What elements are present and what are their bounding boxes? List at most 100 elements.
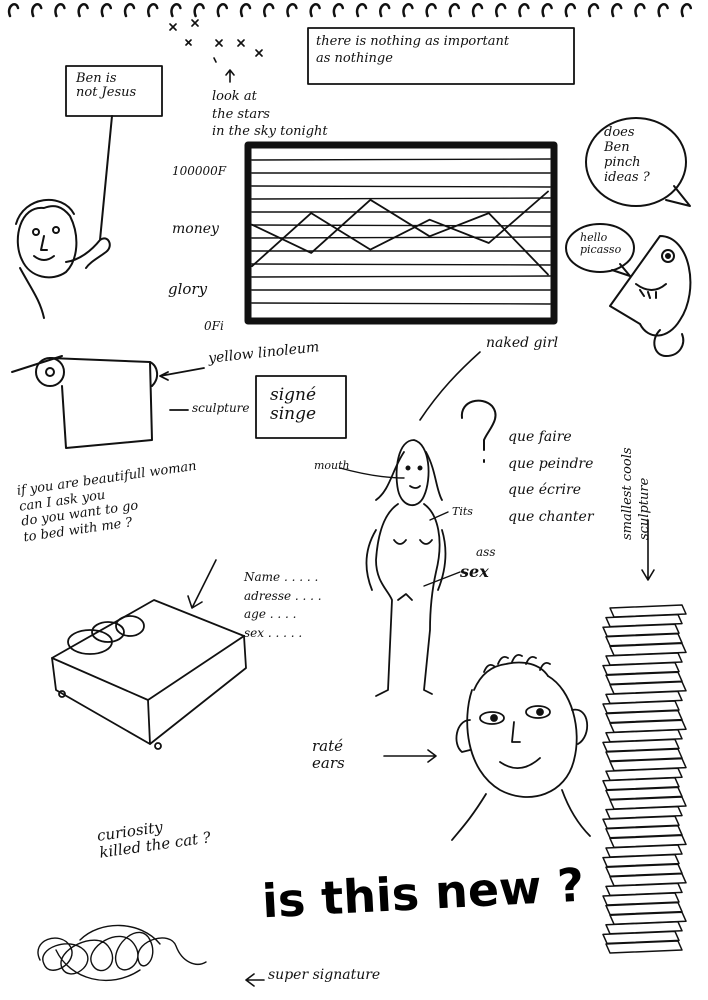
spiral-coil: [634, 3, 646, 18]
spiral-coil: [587, 3, 600, 18]
label-naked-girl: naked girl: [486, 335, 559, 351]
signe-box: [255, 375, 347, 439]
spiral-binding: [7, 3, 693, 18]
book: [609, 681, 687, 695]
question-mark: [460, 399, 497, 463]
spiral-coil: [611, 3, 623, 18]
book: [605, 882, 683, 897]
motto-text: there is nothing as important as nothing…: [316, 34, 510, 66]
book: [602, 623, 680, 637]
woman-figure: [365, 439, 447, 697]
book: [609, 873, 687, 887]
question-bubble: [585, 117, 687, 207]
sign-text: Ben is not Jesus: [76, 71, 137, 100]
label-super-signature: super signature: [268, 967, 381, 983]
label-ass: ass: [476, 545, 496, 559]
spiral-coil: [495, 3, 507, 18]
spiral-coil: [518, 3, 530, 18]
book: [602, 777, 680, 791]
bubble-hello-text: hello picasso: [580, 231, 622, 256]
book: [609, 604, 687, 618]
book: [602, 930, 680, 945]
book: [605, 921, 683, 935]
chart-series-line: [251, 198, 549, 276]
book: [609, 719, 687, 733]
hello-bubble: [565, 223, 635, 273]
spiral-coil: [332, 3, 345, 18]
book: [602, 700, 680, 714]
spiral-coil: [286, 3, 298, 18]
spiral-coil: [7, 3, 20, 18]
chart-gridline: [251, 275, 551, 278]
book: [609, 642, 687, 657]
chart-gridline: [251, 158, 551, 161]
chart-tick-label: 0Fi: [204, 319, 224, 333]
spiral-coil: [170, 3, 182, 18]
book: [609, 796, 687, 810]
face-with-ears: [451, 653, 591, 841]
chart-gridline: [251, 185, 551, 188]
spiral-coil: [31, 3, 43, 18]
label-form: Name . . . . . adresse . . . . age . . .…: [244, 570, 322, 640]
label-sex: sex: [460, 562, 489, 581]
chart-series: [251, 190, 549, 276]
spiral-coil: [402, 3, 414, 18]
spiral-coil: [309, 3, 321, 18]
label-smallest-sculpture: smallest cools sculpture: [620, 447, 652, 540]
bird-creature: [609, 235, 692, 357]
spiral-coil: [379, 3, 391, 18]
spiral-coil: [77, 3, 89, 18]
spiral-coil: [123, 3, 136, 18]
spiral-coil: [541, 3, 553, 18]
bubble-question-text: does Ben pinch ideas ?: [604, 125, 650, 185]
signature-scribble: [37, 924, 207, 982]
book: [602, 892, 680, 906]
chart-tick-label: 100000F: [172, 164, 227, 178]
spiral-coil: [193, 3, 205, 18]
spiral-coil: [657, 3, 669, 18]
stars-caption: look at the stars in the sky tonight: [212, 89, 328, 140]
book-stack: [602, 604, 687, 954]
spiral-coil: [680, 3, 693, 18]
book: [609, 757, 687, 772]
chart-gridline: [251, 236, 551, 239]
book: [605, 805, 683, 820]
chart-gridline: [251, 302, 551, 305]
sign-holding-figure: [15, 65, 163, 319]
book: [605, 613, 683, 628]
spiral-coil: [425, 3, 437, 18]
spiral-coil: [239, 3, 252, 18]
toilet-roll-holder: [11, 355, 158, 449]
spiral-coil: [216, 3, 229, 18]
book: [602, 738, 680, 753]
chart-gridline: [251, 197, 551, 200]
book: [602, 815, 680, 829]
label-que-list: que faire que peindre que écrire que cha…: [508, 429, 594, 525]
bed-drawing: [51, 599, 247, 750]
chart-lines: [251, 158, 551, 305]
stars-doodle: [169, 19, 263, 83]
chart-tick-label: money: [172, 221, 219, 237]
label-rate-ears: raté ears: [312, 737, 345, 772]
spiral-coil: [471, 3, 484, 18]
book: [605, 729, 683, 743]
book: [605, 652, 683, 666]
book: [605, 940, 683, 954]
book: [605, 690, 683, 705]
label-signe-singe: signé singe: [270, 385, 317, 424]
spiral-coil: [54, 3, 66, 18]
spiral-coil: [448, 3, 461, 18]
chart-frame: [244, 141, 558, 325]
spiral-coil: [355, 3, 368, 18]
spiral-coil: [147, 3, 159, 18]
chart-tick-label: glory: [168, 280, 208, 298]
book: [609, 911, 687, 925]
spiral-coil: [263, 3, 275, 18]
spiral-coil: [564, 3, 577, 18]
book: [602, 661, 680, 676]
motto-box: [307, 27, 575, 85]
chart-series-line: [251, 190, 549, 268]
chart-gridline: [251, 263, 551, 266]
